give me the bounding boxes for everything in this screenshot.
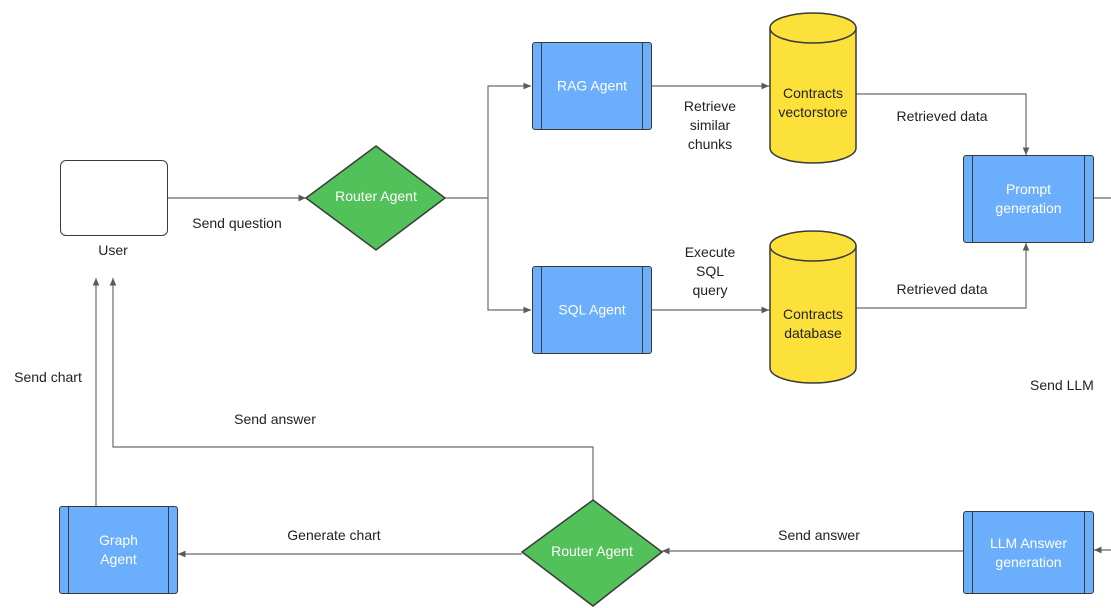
prompt-generation-box[interactable]: Prompt generation (963, 155, 1094, 243)
generate-chart-label: Generate chart (287, 527, 381, 543)
router-bottom-diamond (520, 499, 664, 607)
sql-agent-label: SQL Agent (558, 301, 626, 318)
router-bottom-label: Router Agent (551, 543, 633, 559)
database-label: Contracts database (783, 306, 843, 341)
router-top-label: Router Agent (335, 188, 417, 204)
edge-vectorstore-to-prompt (855, 93, 1030, 155)
graph-agent-box[interactable]: Graph Agent (59, 506, 178, 594)
retrieved-data-top-label: Retrieved data (896, 108, 988, 124)
database-cylinder (769, 230, 857, 384)
rag-agent-label: RAG Agent (556, 77, 628, 94)
llm-answer-box[interactable]: LLM Answer generation (963, 511, 1094, 594)
router-top-diamond (304, 145, 447, 251)
send-question-label: Send question (192, 215, 282, 231)
edge-router-to-user (109, 278, 594, 500)
edge-router-to-sql (487, 198, 531, 314)
retrieved-data-bottom-label: Retrieved data (896, 281, 988, 297)
sql-agent-box[interactable]: SQL Agent (532, 266, 652, 354)
rag-agent-box[interactable]: RAG Agent (532, 42, 652, 130)
send-chart-label: Send chart (14, 369, 82, 385)
user-label: User (98, 242, 128, 258)
send-llm-label: Send LLM (1030, 377, 1094, 393)
graph-agent-label: Graph Agent (99, 532, 138, 567)
prompt-generation-label: Prompt generation (995, 181, 1062, 216)
user-card[interactable] (60, 160, 168, 236)
edge-router-to-rag (487, 82, 531, 198)
llm-answer-label: LLM Answer generation (989, 534, 1068, 570)
retrieve-chunks-label: Retrieve similar chunks (683, 98, 737, 152)
execute-sql-label: Execute SQL query (684, 244, 736, 298)
edge-database-to-prompt (855, 243, 1030, 309)
vectorstore-cylinder (769, 12, 857, 164)
send-answer-bottom-label: Send answer (778, 527, 860, 543)
vectorstore-label: Contracts vectorstore (778, 85, 848, 120)
send-answer-user-label: Send answer (234, 411, 316, 427)
